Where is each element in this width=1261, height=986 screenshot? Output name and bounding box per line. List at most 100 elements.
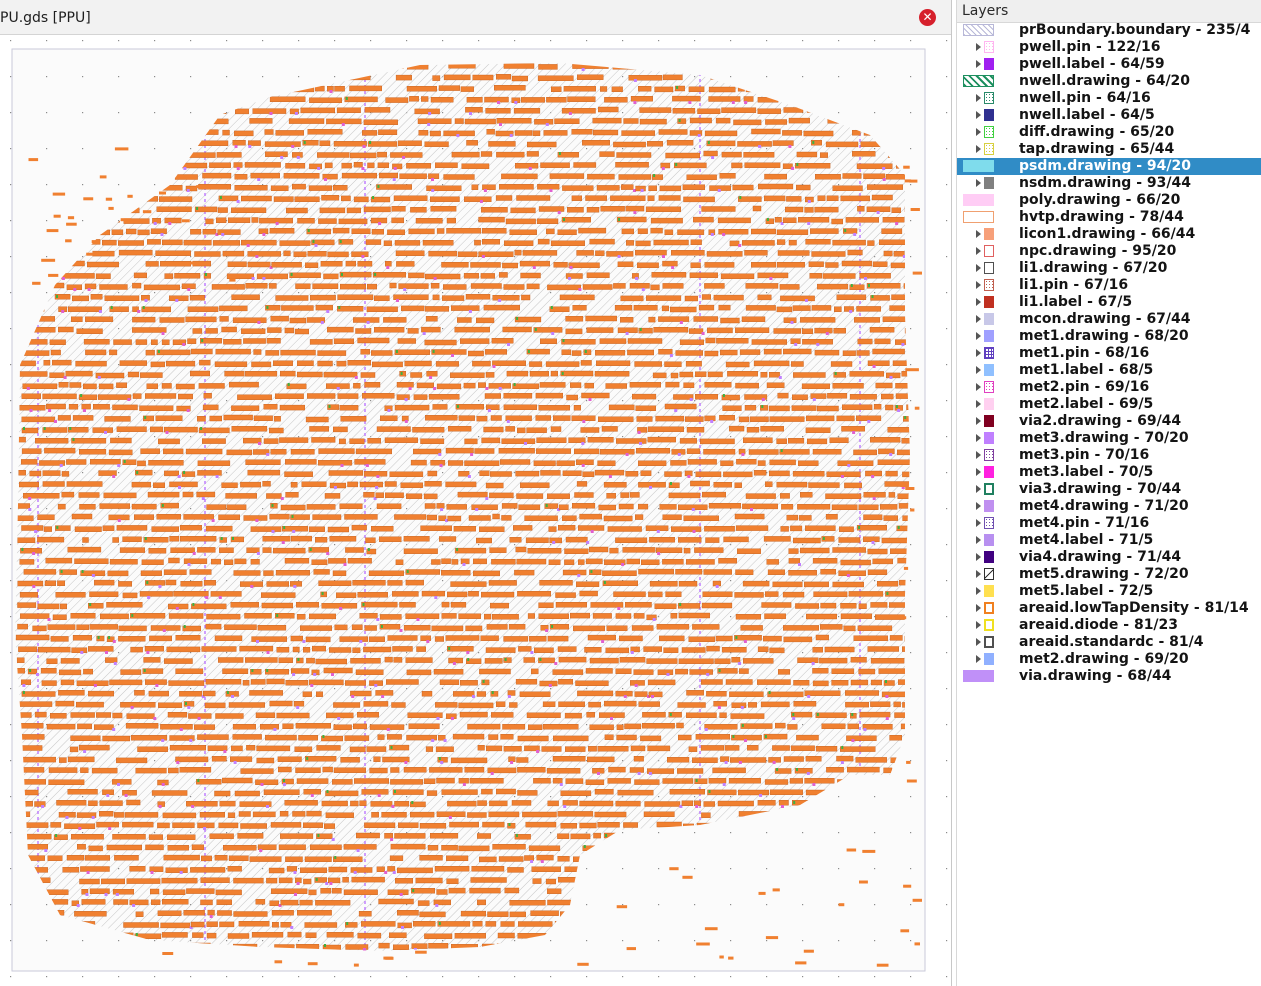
chevron-right-icon[interactable] <box>976 264 981 272</box>
chevron-right-icon[interactable] <box>976 638 981 646</box>
chevron-right-icon[interactable] <box>976 519 981 527</box>
chevron-right-icon[interactable] <box>976 111 981 119</box>
chevron-right-icon[interactable] <box>976 468 981 476</box>
layer-row[interactable]: met3.label - 70/5 <box>957 464 1261 481</box>
chevron-right-icon[interactable] <box>976 587 981 595</box>
layer-row[interactable]: prBoundary.boundary - 235/4 <box>957 22 1261 39</box>
diff-shape <box>144 416 147 419</box>
layer-row[interactable]: diff.drawing - 65/20 <box>957 124 1261 141</box>
standard-cell <box>516 757 529 763</box>
layer-row[interactable]: li1.drawing - 67/20 <box>957 260 1261 277</box>
layer-row[interactable]: nwell.pin - 64/16 <box>957 90 1261 107</box>
layer-row[interactable]: licon1.drawing - 66/44 <box>957 226 1261 243</box>
chevron-right-icon[interactable] <box>976 570 981 578</box>
standard-cell <box>92 427 113 433</box>
chevron-right-icon[interactable] <box>976 451 981 459</box>
standard-cell <box>245 371 278 377</box>
chevron-right-icon[interactable] <box>976 502 981 510</box>
layer-row[interactable]: met2.label - 69/5 <box>957 396 1261 413</box>
chevron-right-icon[interactable] <box>976 315 981 323</box>
chevron-right-icon[interactable] <box>976 281 981 289</box>
layout-drawing[interactable] <box>0 35 951 986</box>
layer-row[interactable]: met5.drawing - 72/20 <box>957 566 1261 583</box>
layer-row[interactable]: via2.drawing - 69/44 <box>957 413 1261 430</box>
chevron-right-icon[interactable] <box>976 43 981 51</box>
layer-row[interactable]: li1.label - 67/5 <box>957 294 1261 311</box>
layout-tab-title[interactable]: PU.gds [PPU] <box>0 10 91 26</box>
standard-cell <box>244 657 278 663</box>
layer-row[interactable]: psdm.drawing - 94/20 <box>957 158 1261 175</box>
layer-row[interactable]: met3.drawing - 70/20 <box>957 430 1261 447</box>
standard-cell <box>525 537 549 543</box>
chevron-right-icon[interactable] <box>976 230 981 238</box>
layer-row[interactable]: tap.drawing - 65/44 <box>957 141 1261 158</box>
layer-row[interactable]: mcon.drawing - 67/44 <box>957 311 1261 328</box>
chevron-right-icon[interactable] <box>976 621 981 629</box>
layer-row[interactable]: met1.drawing - 68/20 <box>957 328 1261 345</box>
layer-row[interactable]: met4.pin - 71/16 <box>957 515 1261 532</box>
layer-row[interactable]: nwell.label - 64/5 <box>957 107 1261 124</box>
layer-row[interactable]: met3.pin - 70/16 <box>957 447 1261 464</box>
standard-cell <box>822 273 856 279</box>
chevron-right-icon[interactable] <box>976 417 981 425</box>
chevron-right-icon[interactable] <box>976 400 981 408</box>
standard-cell <box>874 338 891 345</box>
standard-cell <box>160 260 192 267</box>
layer-row[interactable]: met1.pin - 68/16 <box>957 345 1261 362</box>
standard-cell <box>685 416 704 422</box>
layer-row[interactable]: met5.label - 72/5 <box>957 583 1261 600</box>
chevron-right-icon[interactable] <box>976 366 981 374</box>
standard-cell <box>370 196 391 203</box>
standard-cell <box>50 713 67 719</box>
layer-row[interactable]: nwell.drawing - 64/20 <box>957 73 1261 90</box>
layer-row[interactable]: npc.drawing - 95/20 <box>957 243 1261 260</box>
chevron-right-icon[interactable] <box>976 332 981 340</box>
layer-row[interactable]: met4.drawing - 71/20 <box>957 498 1261 515</box>
chevron-right-icon[interactable] <box>976 298 981 306</box>
layer-row[interactable]: li1.pin - 67/16 <box>957 277 1261 294</box>
layer-row[interactable]: via.drawing - 68/44 <box>957 668 1261 685</box>
chevron-right-icon[interactable] <box>976 485 981 493</box>
chevron-right-icon[interactable] <box>976 604 981 612</box>
layer-row[interactable]: pwell.label - 64/59 <box>957 56 1261 73</box>
chevron-right-icon[interactable] <box>976 128 981 136</box>
standard-cell <box>180 581 203 587</box>
standard-cell <box>647 745 671 752</box>
chevron-right-icon[interactable] <box>976 349 981 357</box>
chevron-right-icon[interactable] <box>976 145 981 153</box>
chevron-right-icon[interactable] <box>976 94 981 102</box>
standard-cell <box>488 141 516 147</box>
layer-row[interactable]: met1.label - 68/5 <box>957 362 1261 379</box>
chevron-right-icon[interactable] <box>976 553 981 561</box>
close-icon[interactable]: ✕ <box>919 9 936 26</box>
layout-view[interactable] <box>0 35 951 986</box>
chevron-right-icon[interactable] <box>976 536 981 544</box>
standard-cell <box>783 348 812 355</box>
layer-row[interactable]: pwell.pin - 122/16 <box>957 39 1261 56</box>
chevron-right-icon[interactable] <box>976 60 981 68</box>
chevron-right-icon[interactable] <box>976 383 981 391</box>
layer-row[interactable]: poly.drawing - 66/20 <box>957 192 1261 209</box>
layer-row[interactable]: areaid.standardc - 81/4 <box>957 634 1261 651</box>
layer-row[interactable]: met2.pin - 69/16 <box>957 379 1261 396</box>
layer-row[interactable]: areaid.lowTapDensity - 81/14 <box>957 600 1261 617</box>
chevron-right-icon[interactable] <box>976 434 981 442</box>
layer-row[interactable]: hvtp.drawing - 78/44 <box>957 209 1261 226</box>
chevron-right-icon[interactable] <box>976 179 981 187</box>
standard-cell <box>826 767 844 773</box>
pin-shape <box>324 178 327 181</box>
chevron-right-icon[interactable] <box>976 247 981 255</box>
standard-cell <box>813 591 848 597</box>
layer-row[interactable]: via4.drawing - 71/44 <box>957 549 1261 566</box>
layer-row[interactable]: via3.drawing - 70/44 <box>957 481 1261 498</box>
layer-row[interactable]: met4.label - 71/5 <box>957 532 1261 549</box>
layer-row[interactable]: areaid.diode - 81/23 <box>957 617 1261 634</box>
standard-cell <box>805 756 822 762</box>
pin-shape <box>292 530 296 533</box>
standard-cell <box>422 239 454 246</box>
layer-row[interactable]: met2.drawing - 69/20 <box>957 651 1261 668</box>
layer-row[interactable]: nsdm.drawing - 93/44 <box>957 175 1261 192</box>
chevron-right-icon[interactable] <box>976 655 981 663</box>
standard-cell <box>692 624 720 630</box>
pin-shape <box>451 354 454 357</box>
